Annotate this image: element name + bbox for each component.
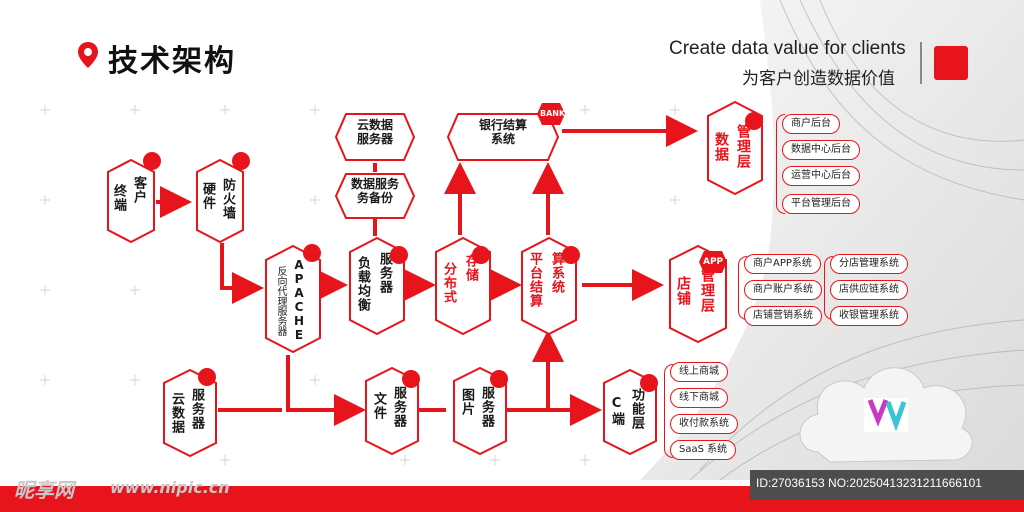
node-hardware-label-1: 硬件 <box>200 182 215 210</box>
pill-merchant-account: 商户账户系统 <box>744 280 822 300</box>
node-data-mgmt-label-2: 管理层 <box>735 124 751 169</box>
node-terminal-label-1: 终端 <box>111 184 126 212</box>
node-cloud-service: 云数据 服务器 <box>162 368 218 458</box>
pill-branch-management: 分店管理系统 <box>830 254 908 274</box>
image-grid-icon <box>490 370 508 388</box>
node-load-balance: 负载均衡 服务器 <box>348 236 406 336</box>
node-platform-settlement: 平台结算 算系统 <box>520 236 578 336</box>
bank-badge-icon <box>537 103 565 125</box>
storage-grid-icon <box>472 246 490 264</box>
cart-icon <box>640 374 658 392</box>
node-data-backup: 数据服务 务备份 <box>334 172 416 220</box>
node-cloud-service-label-1: 云数据 <box>169 392 184 434</box>
watermark-logo: 昵享网 <box>14 478 74 502</box>
gear-people-icon <box>745 112 763 130</box>
node-platform-label-2: 算系统 <box>549 252 564 294</box>
node-platform-label-1: 平台结算 <box>527 252 542 308</box>
node-store-mgmt-label-2: 管理层 <box>699 268 715 313</box>
header-divider <box>920 42 922 84</box>
app-badge-icon <box>699 251 727 273</box>
cloud-illustration <box>799 367 973 463</box>
pill-store-marketing: 店铺营销系统 <box>744 306 822 326</box>
app-badge-label: APP <box>703 257 724 267</box>
node-c-end-label-1: C端 <box>609 396 624 426</box>
pill-merchant-app: 商户APP系统 <box>744 254 821 274</box>
footer-id-band <box>750 470 1024 500</box>
node-bank-label: 银行结算 系统 <box>478 118 527 146</box>
node-cloud-service-label-2: 服务器 <box>189 388 204 430</box>
node-load-balance-label-2: 服务器 <box>377 252 392 294</box>
node-hardware-firewall: 硬件 防火墙 <box>195 158 245 244</box>
location-pin-icon <box>78 42 98 68</box>
server-grid-icon <box>390 246 408 264</box>
image-id-text: ID:27036153 NO:20250413231211666101 <box>756 476 982 490</box>
node-image-server: 图片 服务器 <box>452 366 508 456</box>
node-distributed-label-1: 分布式 <box>441 262 456 304</box>
node-image-server-label-2: 服务器 <box>479 386 494 428</box>
node-store-mgmt-label-1: 店铺 <box>675 276 691 306</box>
page-title: 技术架构 <box>108 44 236 79</box>
cloud-badge-icon <box>198 368 216 386</box>
pill-merchant-backend: 商户后台 <box>782 114 840 134</box>
pill-operation-center-backend: 运营中心后台 <box>782 166 860 186</box>
pill-offline-mall: 线下商城 <box>670 388 728 408</box>
node-apache-label: APACHE <box>292 258 306 342</box>
bank-badge-label: BANK <box>540 109 566 118</box>
pill-cashier-management: 收银管理系统 <box>830 306 908 326</box>
node-apache: APACHE 反向代理服务器 <box>264 244 322 354</box>
node-hardware-label-2: 防火墙 <box>220 178 235 220</box>
subtitle-english: Create data value for clients <box>669 38 906 59</box>
node-apache-sublabel: 反向代理服务器 <box>275 266 286 336</box>
watermark-url: www.nipic.cn <box>110 478 230 497</box>
grid-icon <box>303 244 321 262</box>
node-data-mgmt-label-1: 数据 <box>713 132 729 162</box>
node-file-server-label-2: 服务器 <box>391 386 406 428</box>
pill-saas-system: SaaS 系统 <box>670 440 737 460</box>
subtitle-chinese: 为客户创造数据价值 <box>742 69 895 89</box>
node-file-server: 文件 服务器 <box>364 366 420 456</box>
node-load-balance-label-1: 负载均衡 <box>355 256 370 312</box>
pill-online-mall: 线上商城 <box>670 362 728 382</box>
file-grid-icon <box>402 370 420 388</box>
node-terminal-client: 终端 客户 <box>106 158 156 244</box>
user-icon <box>143 152 161 170</box>
node-bank-settlement: 银行结算 系统 <box>446 112 560 162</box>
pill-store-supply-chain: 店供应链系统 <box>830 280 908 300</box>
plus-pattern <box>40 105 680 465</box>
node-c-end-label-2: 功能层 <box>629 388 644 430</box>
shop-icon <box>562 246 580 264</box>
network-icon <box>232 152 250 170</box>
pill-payment-system: 收付款系统 <box>670 414 738 434</box>
node-data-backup-label: 数据服务 务备份 <box>350 177 399 205</box>
node-file-server-label-1: 文件 <box>371 392 386 420</box>
header-red-square <box>934 46 968 80</box>
node-cloud-data-server: 云数据 服务器 <box>334 112 416 162</box>
node-image-server-label-1: 图片 <box>459 388 474 416</box>
pill-data-center-backend: 数据中心后台 <box>782 140 860 160</box>
node-cloud-data-label: 云数据 服务器 <box>356 118 393 146</box>
node-terminal-label-2: 客户 <box>131 176 146 204</box>
pill-platform-backend: 平台管理后台 <box>782 194 860 214</box>
